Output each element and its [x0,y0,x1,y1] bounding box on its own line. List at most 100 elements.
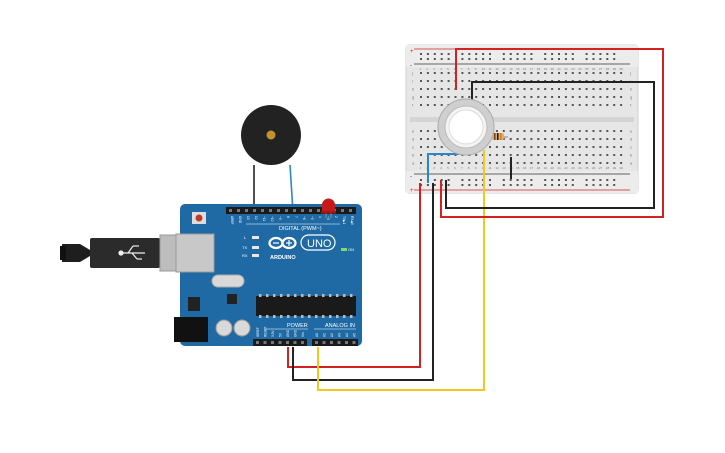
rail-hole [516,58,519,60]
wire-black-gnd[interactable] [292,183,434,381]
breadboard-hole [440,162,443,164]
power-pin-label: 3.3V [271,330,275,337]
breadboard-hole [551,138,554,140]
rail-hole [530,53,533,55]
breadboard-hole [585,88,588,90]
row-letter: j [629,71,631,76]
breadboard-hole [454,162,457,164]
breadboard-hole [530,72,533,74]
breadboard-hole [447,96,450,98]
gas-sensor[interactable] [437,98,495,156]
breadboard-hole [544,138,547,140]
breadboard-hole [599,130,602,132]
rail-hole [420,179,422,181]
row-letter: h [412,87,414,92]
breadboard-hole [620,88,623,90]
rail-hole [447,179,450,181]
rail-hole [599,179,602,181]
chip-pin [287,294,290,297]
breadboard-hole [433,80,436,82]
column-number: 7 [461,67,463,71]
digital-pin-label: ~11 [262,216,266,221]
breadboard-hole [447,72,450,74]
wire-yellow-a0[interactable] [317,150,485,391]
column-number: 20 [551,67,555,71]
breadboard-hole [544,88,547,90]
breadboard-hole [571,154,574,156]
row-letter: e [412,129,415,134]
digital-header[interactable] [226,207,356,214]
rail-hole [564,58,567,60]
breadboard-hole [564,138,567,140]
breadboard-hole [509,146,512,148]
breadboard-hole [571,72,574,74]
rail-hole [571,58,574,60]
row-letter: h [630,87,632,92]
column-number: 16 [523,166,527,170]
breadboard-hole [585,130,588,132]
column-number: 17 [530,67,534,71]
breadboard-hole [516,72,519,74]
breadboard-hole [571,96,574,98]
wire-black-right[interactable] [445,81,655,209]
wire-red-5v[interactable] [287,183,421,368]
breadboard-hole [530,162,533,164]
wire-red-right[interactable] [440,48,664,218]
breadboard-hole [509,154,512,156]
breadboard-hole [475,162,478,164]
rail-hole [502,179,505,181]
rail-hole [558,53,560,55]
led-l [252,236,259,239]
rail-hole [447,58,450,60]
on-label: ON [348,247,354,252]
breadboard-hole [523,104,526,106]
voltage-regulator [188,297,200,311]
digital-label: DIGITAL (PWM~) [279,226,322,232]
header-hole [345,341,348,344]
row-letter: d [412,137,414,142]
column-number: 3 [433,67,435,71]
rail-hole [516,179,519,181]
breadboard-hole [516,154,519,156]
header-hole [278,341,282,344]
breadboard-hole [585,138,588,140]
small-chip [227,294,237,304]
rx-label: RX [242,253,248,258]
column-number: 20 [551,166,555,170]
breadboard-hole [606,72,609,74]
red-led[interactable] [321,198,336,218]
column-number: 5 [447,67,449,71]
breadboard-hole [599,154,602,156]
resistor[interactable] [486,133,508,140]
breadboard-hole [433,88,436,90]
column-number: 15 [516,166,520,170]
rail-hole [475,53,478,55]
wires[interactable] [253,48,664,391]
header-hole [277,209,280,212]
analog-header[interactable] [312,339,358,346]
breadboard-hole [537,138,540,140]
power-pin-label: 5V [279,332,283,337]
breadboard-hole [468,80,471,82]
rail-hole [447,53,450,55]
rail-hole [482,58,485,60]
breadboard-hole [502,104,505,106]
breadboard-hole [420,162,422,164]
rail-hole [489,53,491,55]
chip-pin [280,315,283,318]
digital-pin-label: ~3 [326,216,330,220]
rail-hole [585,179,588,181]
breadboard-hole [516,138,519,140]
rail-hole [433,179,436,181]
atmega-chip [256,296,356,316]
analog-pin-label: A1 [323,333,327,337]
usb-cable[interactable] [60,234,185,272]
digital-pin-label: ~9 [278,216,282,220]
rail-hole [433,58,436,60]
breadboard-hole [495,72,498,74]
piezo-buzzer[interactable] [241,105,301,165]
